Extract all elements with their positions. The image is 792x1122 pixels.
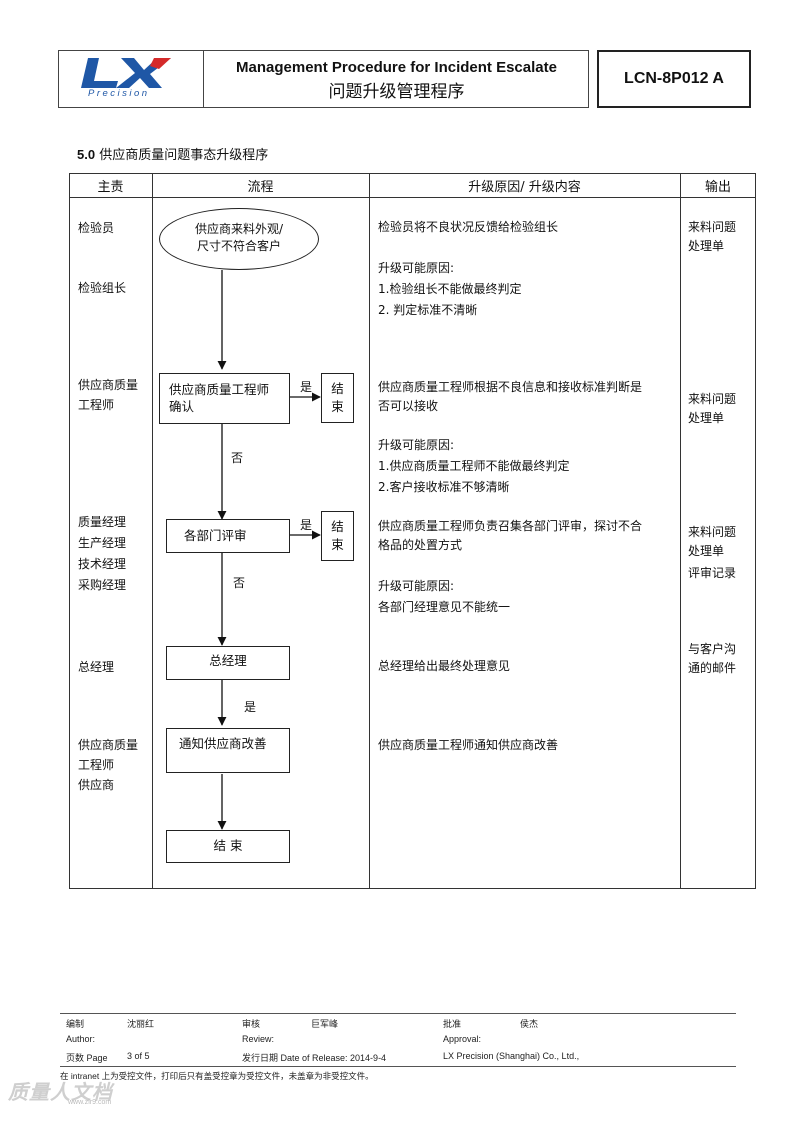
flow-end-box-final: 结 束	[166, 830, 290, 863]
role-sqe-supplier: 供应商质量工程师供应商	[78, 738, 139, 792]
company-logo: Precision	[58, 50, 204, 108]
flow-end-box-2: 结束	[321, 511, 354, 561]
reason-inspector: 检验员将不良状况反馈给检验组长	[378, 220, 559, 234]
flow-start-ellipse: 供应商来料外观/尺寸不符合客户	[159, 208, 319, 270]
output-3: 来料问题处理单 评审记录	[688, 525, 737, 580]
footer-rule-top	[60, 1013, 736, 1014]
col-divider	[369, 173, 370, 889]
footer-page-label: 页数 Page	[66, 1053, 108, 1063]
role-gm: 总经理	[78, 660, 115, 674]
logo-subtext: Precision	[88, 88, 150, 99]
footer-author-en: Author:	[66, 1034, 96, 1044]
no-label: 否	[231, 451, 244, 465]
flow-sqe-confirm-box: 供应商质量工程师确认	[159, 373, 290, 424]
watermark-text: 质量人文档	[8, 1080, 113, 1104]
output-2: 来料问题处理单	[688, 392, 737, 425]
footer-control-note: 在 intranet 上为受控文件，打印后只有盖受控章为受控文件，未盖章为非受控…	[60, 1071, 374, 1081]
footer-release-date: 发行日期 Date of Release: 2014-9-4	[242, 1053, 387, 1063]
role-inspector: 检验员	[78, 221, 115, 235]
reason-review-escalation: 升级可能原因:各部门经理意见不能统一	[378, 579, 511, 614]
footer-review-cn: 审核	[242, 1019, 261, 1029]
footer-page-value: 3 of 5	[127, 1051, 150, 1061]
role-inspection-leader: 检验组长	[78, 281, 127, 295]
col-divider	[152, 173, 153, 889]
footer-review-name: 巨军峰	[311, 1019, 339, 1029]
flow-gm-box: 总经理	[166, 646, 290, 680]
footer-author-cn: 编制	[66, 1019, 85, 1029]
reason-notify: 供应商质量工程师通知供应商改善	[378, 738, 559, 752]
footer-review-en: Review:	[242, 1034, 275, 1044]
title-en: Management Procedure for Incident Escala…	[236, 59, 557, 76]
yes-label: 是	[300, 518, 313, 532]
section-title: 供应商质量问题事态升级程序	[99, 148, 269, 163]
flow-notify-supplier-box: 通知供应商改善	[166, 728, 290, 773]
section-number: 5.0	[77, 147, 96, 162]
col-divider	[680, 173, 681, 889]
lx-logo-icon	[81, 58, 171, 88]
flow-end-box-1: 结束	[321, 373, 354, 423]
col-header-reason: 升级原因/ 升级内容	[468, 180, 581, 195]
role-sqe: 供应商质量工程师	[78, 378, 139, 412]
role-managers: 质量经理生产经理 技术经理采购经理	[78, 515, 127, 592]
footer-approve-name: 侯杰	[520, 1019, 539, 1029]
footer-company: LX Precision (Shanghai) Co., Ltd.,	[443, 1051, 580, 1061]
footer-approve-cn: 批准	[443, 1019, 462, 1029]
header-frame	[58, 50, 589, 108]
footer-rule-bottom	[60, 1066, 736, 1067]
watermark-url: www.zlr9.com	[68, 1099, 112, 1106]
flow-arrows	[217, 270, 321, 830]
yes-label: 是	[244, 700, 257, 714]
section-heading: 5.0 供应商质量问题事态升级程序	[77, 144, 268, 163]
document-title: Management Procedure for Incident Escala…	[204, 50, 589, 108]
reason-gm: 总经理给出最终处理意见	[378, 659, 511, 673]
document-number: LCN-8P012 A	[597, 50, 751, 108]
reason-sqe: 供应商质量工程师根据不良信息和接收标准判断是否可以接收	[378, 380, 643, 413]
output-4: 与客户沟通的邮件	[688, 642, 737, 675]
footer-approve-en: Approval:	[443, 1034, 482, 1044]
header-divider	[69, 197, 756, 198]
output-1: 来料问题处理单	[688, 220, 737, 253]
title-cn: 问题升级管理程序	[328, 82, 465, 102]
footer-author-name: 沈丽红	[127, 1019, 155, 1029]
flow-review-box: 各部门评审	[166, 519, 290, 553]
col-header-output: 输出	[704, 180, 731, 195]
col-header-flow: 流程	[247, 180, 274, 195]
col-header-owner: 主责	[97, 180, 124, 195]
no-label: 否	[233, 576, 246, 590]
yes-label: 是	[300, 380, 313, 394]
reason-review: 供应商质量工程师负责召集各部门评审，探讨不合格品的处置方式	[378, 519, 643, 552]
procedure-table	[69, 173, 756, 889]
